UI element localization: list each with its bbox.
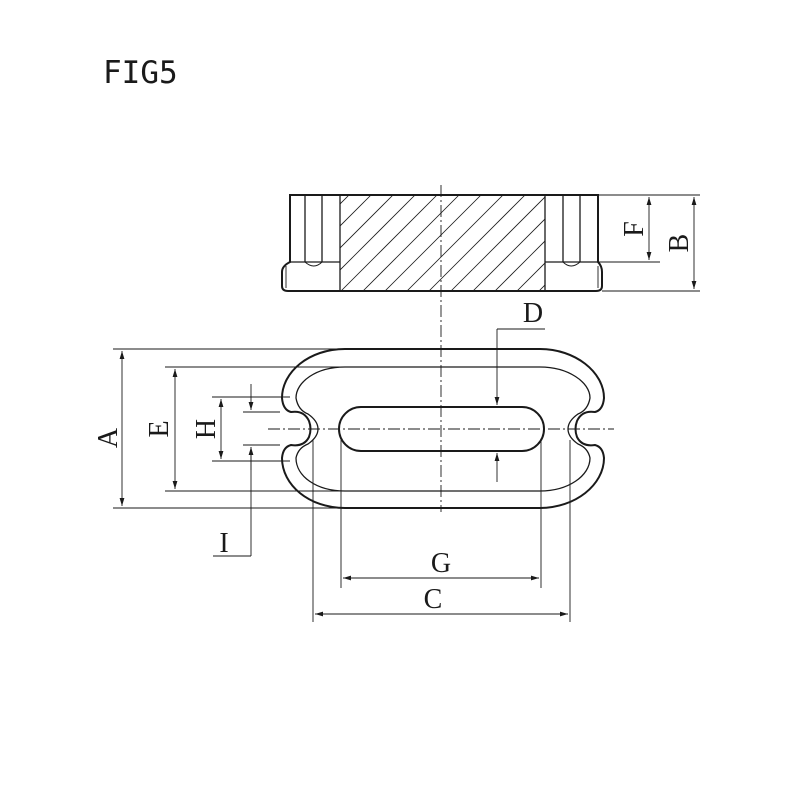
label-H: H bbox=[191, 419, 222, 439]
figure-title: FIG5 bbox=[103, 55, 178, 91]
label-F: F bbox=[619, 221, 650, 237]
label-D: D bbox=[523, 298, 543, 329]
section-hatching bbox=[340, 195, 545, 290]
section-view bbox=[281, 194, 603, 292]
dimension-lines bbox=[119, 197, 697, 617]
label-E: E bbox=[144, 420, 175, 437]
label-G: G bbox=[431, 548, 451, 579]
label-B: B bbox=[664, 234, 695, 253]
label-I: I bbox=[219, 528, 228, 559]
plan-view bbox=[268, 348, 614, 509]
label-A: A bbox=[93, 427, 124, 448]
label-C: C bbox=[424, 584, 443, 615]
extension-lines bbox=[113, 194, 700, 622]
dimension-labels: F B A E H I D G C bbox=[93, 221, 695, 615]
